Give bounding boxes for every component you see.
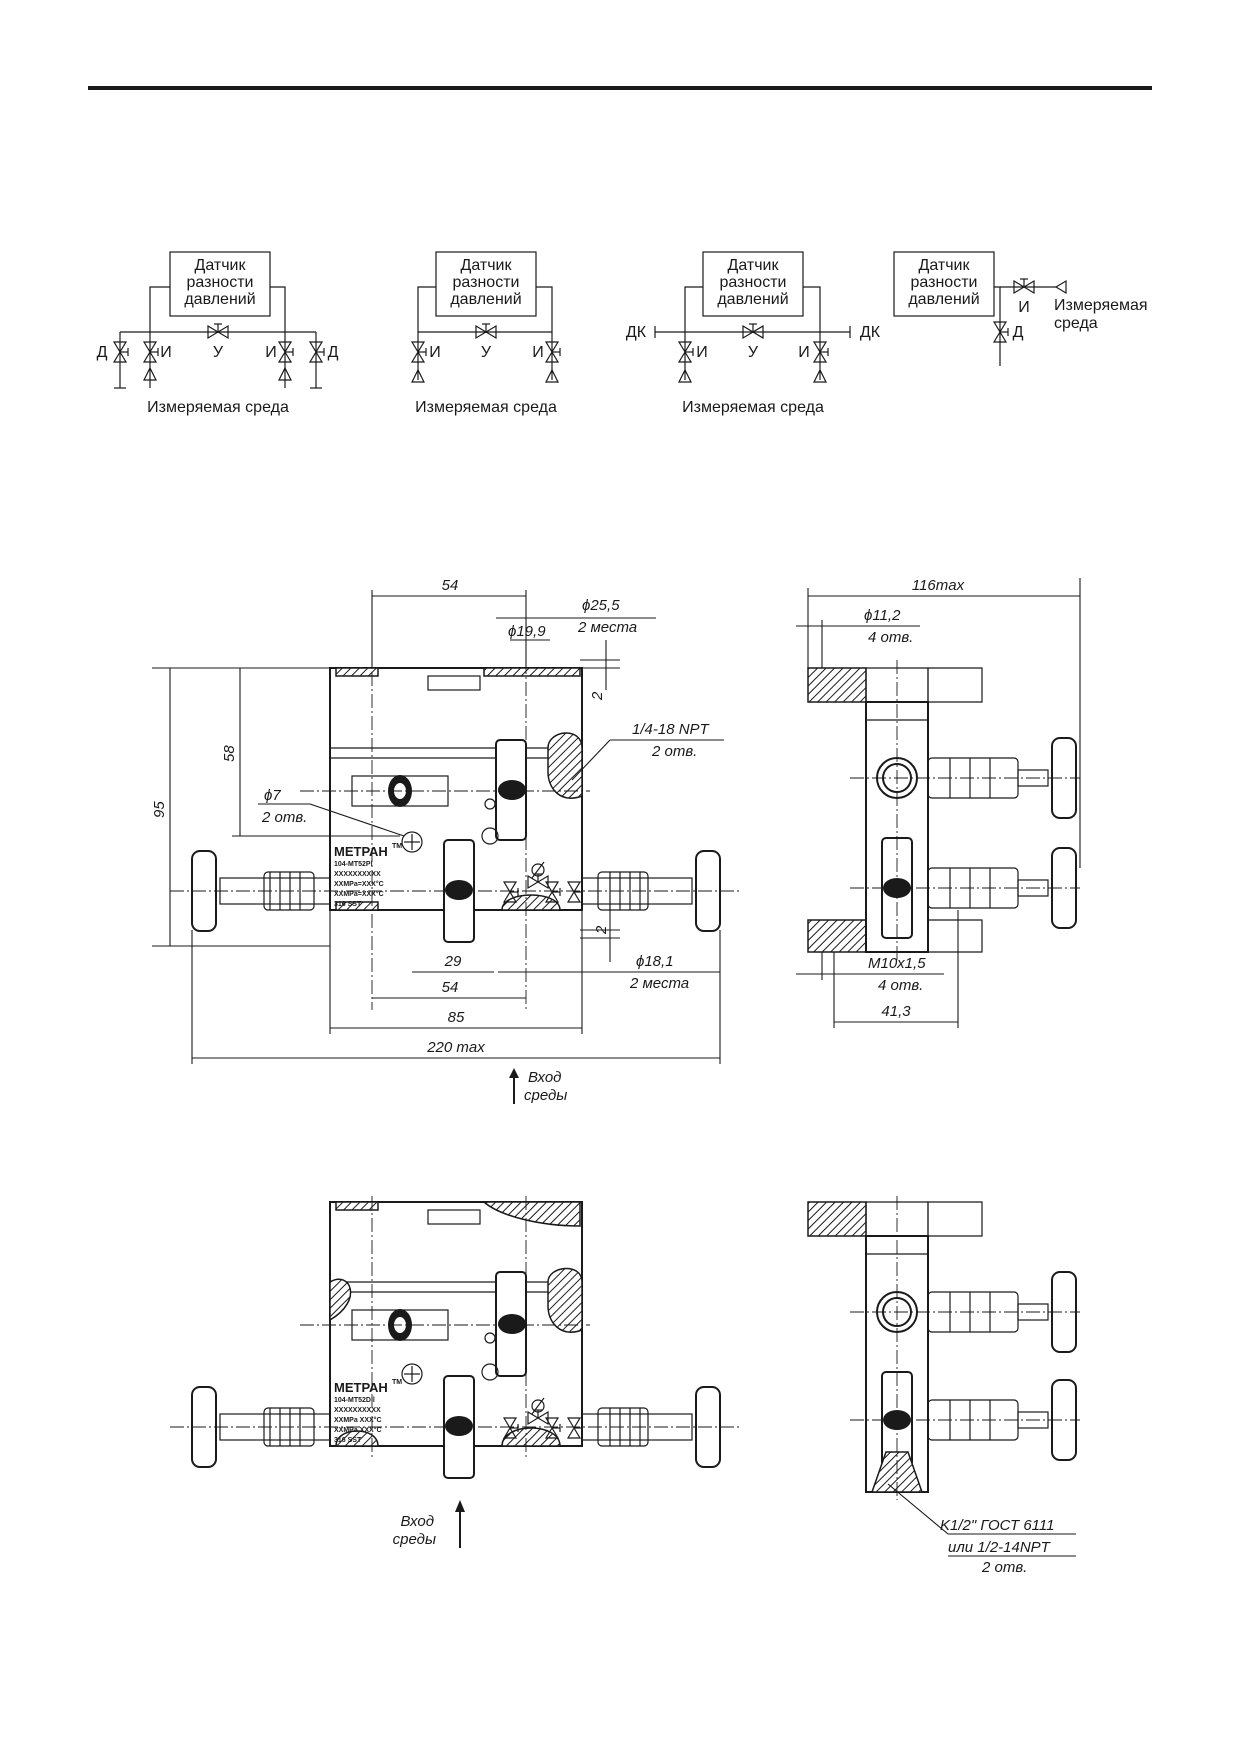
dim-29: 29: [444, 953, 462, 970]
plate-brand: МЕТРАН: [334, 1380, 388, 1395]
sensor-label-line2: разности: [720, 274, 787, 291]
front-view-top: МЕТРАН TM 104-МТ52Рl XXXXXXXXXX XXМPa=XX…: [170, 650, 740, 1010]
sensor-box: [435, 251, 537, 317]
label-i: И: [265, 344, 277, 361]
label-i: И: [160, 344, 172, 361]
medium-label: Измеряемая среда: [415, 399, 557, 416]
sensor-label-line3: давлений: [184, 291, 255, 308]
scheme-five-valve: Датчик разности давлений Д И У И Д Измер…: [97, 251, 339, 416]
plate-model: 104-МТ52Рl: [334, 861, 373, 868]
label-i: И: [798, 344, 810, 361]
dim-npt: 1/4-18 NPT: [632, 721, 711, 738]
sensor-label-line2: разности: [453, 274, 520, 291]
sensor-label-line3: давлений: [908, 291, 979, 308]
inlet-label-line2: среды: [524, 1087, 567, 1104]
sensor-label-line2: разности: [911, 274, 978, 291]
plate-serial: XXXXXXXXXX: [334, 1407, 381, 1414]
dim-k12: K1/2" ГОСТ 6111: [940, 1517, 1055, 1534]
medium-label-line2: среда: [1054, 315, 1098, 332]
label-i: И: [696, 344, 708, 361]
sensor-box: [893, 251, 995, 317]
medium-label: Измеряемая среда: [147, 399, 289, 416]
plate-model: 104-МТ52Dll: [334, 1397, 375, 1404]
label-u: У: [481, 344, 492, 361]
scheme-three-valve-dk: Датчик разности давлений ДК ДК И У И Изм…: [626, 251, 881, 416]
dim-d25-5: ϕ25,5: [582, 597, 620, 614]
dim-d11-2-note: 4 отв.: [868, 629, 913, 646]
plate-line1: XXМPa=XXX°C: [334, 880, 384, 888]
medium-label-line1: Измеряемая: [1054, 297, 1148, 314]
label-i: И: [1018, 299, 1030, 316]
front-view-dimensions: 54 ϕ25,5 2 места ϕ19,9 2 95 58 1/4-18 NP…: [151, 577, 724, 1104]
sensor-box: [169, 251, 271, 317]
dim-d7: ϕ7: [264, 787, 281, 804]
side-view-dimensions: 116max ϕ11,2 4 отв. M10x1,5 4 отв. 41,3: [796, 577, 1081, 1028]
inlet-label-line1: Вход: [528, 1069, 561, 1086]
dim-54-bottom: 54: [442, 979, 459, 996]
plate-material: 316 SST: [334, 1437, 362, 1444]
plate-material: 316 SST: [334, 901, 362, 908]
plate-tm: TM: [392, 1379, 402, 1386]
dim-220: 220 max: [426, 1039, 485, 1056]
medium-label: Измеряемая среда: [682, 399, 824, 416]
dim-d18-1-note: 2 места: [629, 975, 689, 992]
label-u: У: [748, 344, 759, 361]
sensor-label-line2: разности: [187, 274, 254, 291]
dim-2-top: 2: [589, 691, 606, 701]
front-view-bottom: МЕТРАН TM 104-МТ52Dll XXXXXXXXXX XXМPa X…: [170, 1196, 740, 1548]
sensor-label-line3: давлений: [450, 291, 521, 308]
label-u: У: [213, 344, 224, 361]
dim-m10-note: 4 отв.: [878, 977, 923, 994]
label-i: И: [429, 344, 441, 361]
side-view-top: [807, 660, 1080, 960]
dim-k12-note: 2 отв.: [981, 1559, 1027, 1576]
sensor-label-line3: давлений: [717, 291, 788, 308]
dim-41-3: 41,3: [881, 1003, 911, 1020]
sensor-label-line1: Датчик: [919, 257, 971, 274]
sensor-box: [702, 251, 804, 317]
dim-95: 95: [151, 801, 168, 818]
label-d: Д: [97, 344, 108, 361]
plate-line2: XXМPa=XXX°C: [334, 890, 384, 898]
dim-d7-note: 2 отв.: [261, 809, 307, 826]
inlet-label-line2: среды: [393, 1531, 436, 1548]
plate-line1: XXМPa XXX°C: [334, 1416, 382, 1424]
dim-85: 85: [448, 1009, 465, 1026]
label-i: И: [532, 344, 544, 361]
dim-d18-1: ϕ18,1: [636, 953, 674, 970]
plate-brand: МЕТРАН: [334, 844, 388, 859]
sensor-label-line1: Датчик: [728, 257, 780, 274]
dim-m10: M10x1,5: [868, 955, 926, 972]
label-dk: ДК: [860, 324, 881, 341]
dim-116: 116max: [912, 577, 965, 594]
dim-npt-note: 2 отв.: [651, 743, 697, 760]
side-view-bottom: K1/2" ГОСТ 6111 или 1/2-14NPT 2 отв.: [807, 1196, 1080, 1576]
scheme-two-valve: Датчик разности давлений И Д Измеряемая …: [893, 251, 1148, 366]
plate-tm: TM: [392, 843, 402, 850]
dim-2-bottom: 2: [593, 925, 610, 935]
inlet-label-line1: Вход: [401, 1513, 434, 1530]
dim-k12-alt: или 1/2-14NPT: [948, 1539, 1052, 1556]
label-d: Д: [1013, 324, 1024, 341]
label-d: Д: [328, 344, 339, 361]
dim-d11-2: ϕ11,2: [864, 607, 901, 624]
plate-serial: XXXXXXXXXX: [334, 871, 381, 878]
dim-54-top: 54: [442, 577, 459, 594]
sensor-label-line1: Датчик: [461, 257, 513, 274]
dim-58: 58: [221, 745, 238, 762]
dim-d19-9: ϕ19,9: [508, 623, 546, 640]
sensor-label-line1: Датчик: [195, 257, 247, 274]
dim-d25-5-note: 2 места: [577, 619, 637, 636]
plate-line2: XXМPa XXX°C: [334, 1426, 382, 1434]
label-dk: ДК: [626, 324, 647, 341]
scheme-three-valve: Датчик разности давлений И У И Измеряема…: [411, 251, 561, 416]
